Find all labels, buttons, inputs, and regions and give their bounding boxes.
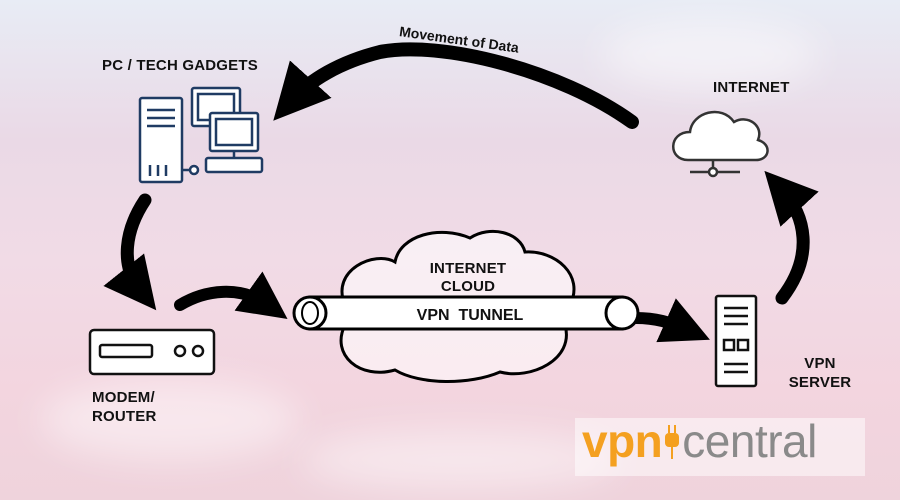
arrow-pc-to-modem <box>103 193 157 311</box>
arrow-internet-to-pc <box>273 42 639 129</box>
logo-vpn: vpn <box>582 415 663 467</box>
node-label-vpn-server: VPN SERVER <box>780 354 860 392</box>
vpncentral-logo: vpn central <box>582 414 817 468</box>
tunnel-label: VPN TUNNEL <box>417 307 524 324</box>
background-wisp <box>40 380 300 460</box>
internet-cloud-icon <box>339 229 576 383</box>
server-icon <box>714 294 758 388</box>
brand-backdrop <box>575 418 865 476</box>
plug-icon <box>665 425 680 459</box>
logo-central: central <box>682 415 817 467</box>
background-wisp <box>300 430 620 490</box>
modem-label-line-1: MODEM/ <box>92 389 155 406</box>
background-wisp <box>600 20 820 90</box>
arrow-tunnel-to-server <box>630 298 710 343</box>
arrow-modem-to-tunnel <box>174 271 288 319</box>
node-label-modem-router: MODEM/ ROUTER <box>92 388 157 426</box>
node-label-internet: INTERNET <box>713 79 790 96</box>
arrow-server-to-internet <box>764 170 819 305</box>
vpn-tunnel <box>292 295 640 331</box>
computer-icon <box>138 86 264 184</box>
modem-label-line-2: ROUTER <box>92 408 157 425</box>
server-label-line-1: VPN <box>804 355 836 372</box>
cloud-server-icon <box>672 110 769 178</box>
router-icon <box>88 328 216 376</box>
server-label-line-2: SERVER <box>788 374 852 391</box>
node-label-pc: PC / TECH GADGETS <box>102 57 258 74</box>
node-label-internet-cloud: INTERNET CLOUD <box>429 260 507 295</box>
